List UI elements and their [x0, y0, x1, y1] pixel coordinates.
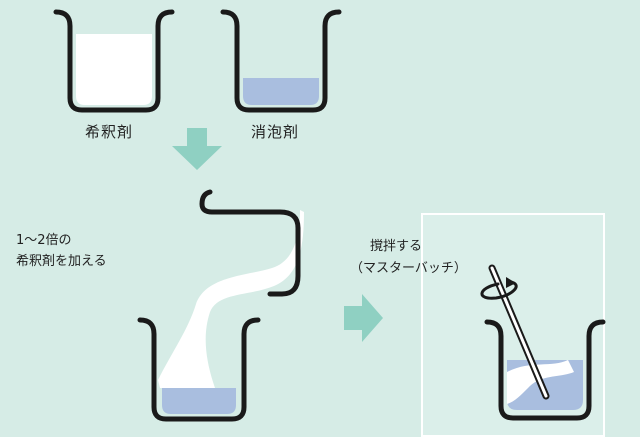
- pouring-container: [199, 189, 301, 297]
- beaker-master-batch: [480, 264, 606, 421]
- mixed-liquid: [162, 388, 236, 414]
- stir-rod-highlight: [490, 266, 548, 398]
- right-arrow-icon: [344, 294, 383, 342]
- label-stir-line2: （マスターバッチ）: [350, 261, 467, 276]
- beaker-outline: [53, 9, 175, 113]
- diluent-liquid: [76, 34, 152, 105]
- label-add-diluent-line2: 希釈剤を加える: [16, 254, 107, 269]
- label-diluent: 希釈剤: [85, 123, 134, 141]
- label-stir-line1: 撹拌する: [370, 239, 423, 254]
- defoamer-liquid: [243, 78, 319, 105]
- beaker-outline: [484, 319, 606, 421]
- white-swirl: [507, 360, 574, 404]
- beaker-outline: [137, 317, 261, 422]
- beaker-diluent: [53, 9, 175, 113]
- rotation-arrowhead-icon: [506, 277, 516, 288]
- beaker-outline: [220, 9, 342, 113]
- down-arrow-icon: [172, 128, 222, 170]
- pour-stream: [158, 210, 304, 388]
- beaker-mixing: [137, 317, 261, 422]
- label-defoamer: 消泡剤: [251, 123, 300, 141]
- beaker-defoamer: [220, 9, 342, 113]
- label-add-diluent-line1: 1～2倍の: [16, 233, 72, 248]
- rotation-arrow-icon: [480, 280, 518, 300]
